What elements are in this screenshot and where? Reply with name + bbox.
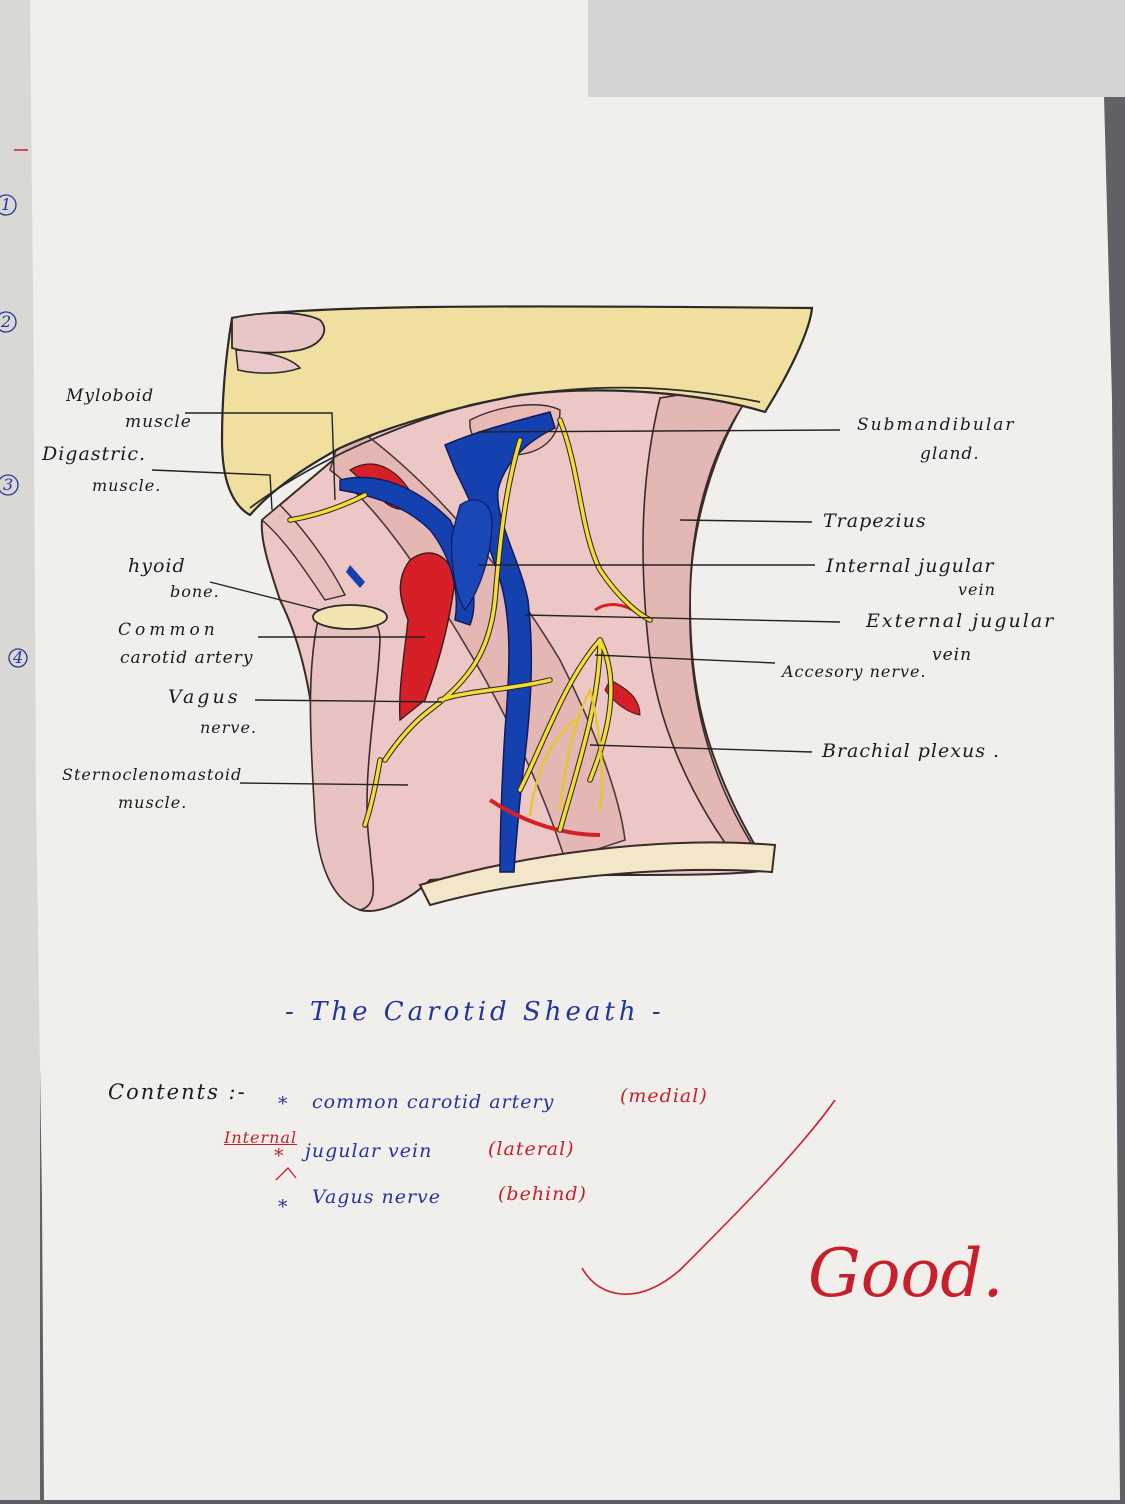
item-text: common carotid artery [312,1091,555,1113]
label-external-jugular-vein: vein [932,645,973,665]
label-submandibular: Submandibular [857,415,1016,435]
neck-diagram [151,305,841,912]
label-external-jugular: External jugular [866,610,1056,632]
brachial-plexus-trunk-2 [588,638,613,782]
label-vagus-nerve: nerve. [200,718,258,737]
label-hyoid-bone: bone. [170,582,220,601]
label-hyoid: hyoid [128,555,186,577]
redacted-box [588,0,1125,97]
jaw-inner-line [249,386,761,509]
label-trapezius: Trapezius [823,510,927,532]
cervical-branch [438,678,552,702]
accessory-nerve [558,418,652,622]
clavicle [418,841,777,907]
margin-number-1: 1 [1,195,13,214]
bullet-icon: * [278,1093,289,1115]
label-mylohyoid: Myloboid [66,386,155,406]
label-digastric: Digastric. [42,443,147,465]
contents-label: Contents :- [108,1080,247,1104]
infrahyoid-strap [309,608,381,911]
label-digastric-muscle: muscle. [92,476,162,495]
brachial-plexus-fan [528,688,604,817]
item-prefix-insert: Internal [224,1128,298,1147]
brachial-plexus-trunk-1 [558,638,602,832]
brachial-plexus-trunk-3 [518,638,602,792]
bullet-icon: * [274,1145,285,1167]
leader-lines [151,412,841,786]
margin-number-2: 2 [1,312,13,331]
bullet-icon: * [278,1196,289,1218]
digastric-muscle [260,504,347,601]
label-common: Common [118,620,219,640]
hyoid-bone [312,604,388,630]
label-carotid-artery: carotid artery [120,648,254,668]
grade-remark: Good. [808,1235,1004,1312]
label-internal-jugular: Internal jugular [826,555,995,577]
insert-caret [275,1167,297,1181]
facial-vein [339,476,475,626]
item-detail: (lateral) [488,1138,575,1160]
label-sternocleidomastoid-muscle: muscle. [118,793,188,812]
nerves [288,418,652,832]
label-accessory-nerve: Accesory nerve. [782,662,927,681]
label-brachial-plexus: Brachial plexus . [822,740,1001,762]
label-submandibular-gland: gland. [920,444,980,464]
margin-circles [0,194,28,668]
item-detail: (medial) [620,1085,708,1107]
item-text: jugular vein [305,1140,433,1162]
notes-title: - The Carotid Sheath - [285,997,665,1027]
vagus-nerve [383,438,522,762]
chin-fold [235,349,302,374]
hypoglossal-nerve [288,493,367,522]
item-detail: (behind) [498,1183,587,1205]
label-sternocleidomastoid: Sternoclenomastoid [62,765,243,784]
under-page [0,0,40,1500]
subclavian-artery [488,798,601,837]
margin-number-3: 3 [3,475,15,494]
margin-number-4: 4 [13,648,25,667]
internal-jugular-vein-segment [450,499,493,612]
tick-mark [581,1099,836,1295]
lower-lip [231,312,326,354]
ansa-branch [363,758,382,827]
label-internal-jugular-vein: vein [958,580,996,599]
small-vein [346,565,365,588]
item-text: Vagus nerve [312,1186,442,1208]
label-mylohyoid-muscle: muscle [125,412,192,432]
label-vagus: Vagus [168,686,241,708]
